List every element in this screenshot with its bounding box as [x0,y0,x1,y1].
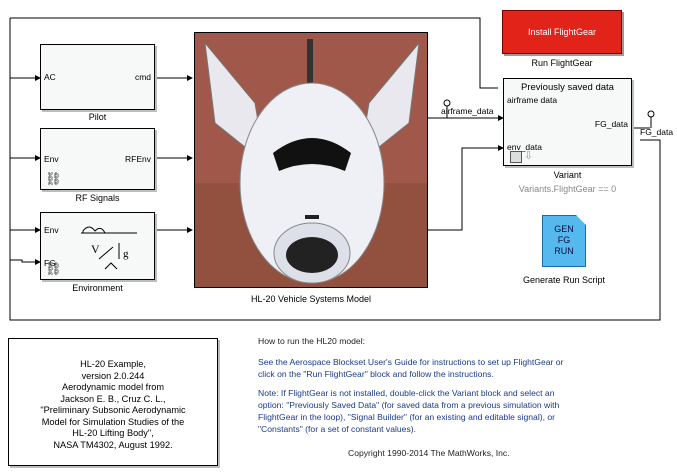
rf-out-port: RFEnv [125,154,151,164]
ref-line: Model for Simulation Studies of the [41,416,185,427]
down-arrow-icon: ⇩ [524,150,534,162]
wire-env-data [428,145,504,231]
variant-in-port-env: env_data [507,142,542,152]
gen-label: GEN [554,224,574,234]
hl20-vehicle-image [195,33,427,287]
ref-line: Jackson E. B., Cruz C. L., [60,393,166,404]
ref-line: "Preliminary Subsonic Aerodynamic [40,405,186,415]
ref-line: HL-20 Lifting Body", [72,428,154,438]
pilot-out-port: cmd [134,72,151,82]
generate-run-script-caption: Generate Run Script [522,275,606,285]
variant-icon [510,151,522,163]
fg-label: FG [557,235,571,245]
notes-para2-l4: "Constants" (for a set of constant value… [258,424,416,434]
rf-signals-block[interactable]: Env RFEnv ⛓ [40,128,155,190]
pilot-block[interactable]: AC cmd [40,44,155,110]
copyright: Copyright 1990-2014 The MathWorks, Inc. [348,448,510,458]
install-flightgear-button[interactable]: Install FlightGear [502,10,622,54]
rf-signals-caption: RF Signals [75,193,120,203]
notes-para1-l1[interactable]: See the Aerospace Blockset User's Guide … [258,357,564,367]
fg-signal-label: FG_data [640,127,674,137]
environment-block[interactable]: Env FG V g ⛓ [40,212,155,280]
variant-caption: Variant [553,170,582,180]
ref-line: Aerodynamic model from [61,382,165,392]
atmosphere-icon: V g [81,226,137,270]
ref-line: NASA TM4302, August 1992. [53,439,173,450]
env-in-port-env: Env [44,225,59,235]
variant-in-port-airframe: airframe data [507,95,558,105]
svg-text:g: g [123,248,129,260]
rf-in-port: Env [44,154,59,164]
link-icon: ⛓ [45,171,62,186]
env-in-port-fg: FG [44,258,56,268]
notes-heading: How to run the HL20 model: [258,336,366,346]
variant-condition: Variants.FlightGear == 0 [518,184,617,194]
notes-para2-l2: option: "Previously Saved Data" (for sav… [258,400,560,410]
ref-line: version 2.0.244 [81,370,145,381]
pilot-caption: Pilot [88,112,107,122]
notes-para2-l1: Note: If FlightGear is not installed, do… [258,388,555,398]
notes-para1-l2[interactable]: click on the "Run FlightGear" block and … [258,369,494,379]
variant-title: Previously saved data [521,82,614,93]
reference-annotation: HL-20 Example, version 2.0.244 Aerodynam… [8,338,218,466]
pilot-in-port: AC [44,72,56,82]
ref-line: HL-20 Example, [80,359,146,369]
svg-text:V: V [91,242,100,256]
notes-para2-l3: FlightGear in the loop), "Signal Builder… [258,412,556,422]
fg-data-feedback-line [9,78,661,321]
environment-caption: Environment [72,283,123,293]
run-label: RUN [554,246,574,256]
variant-block[interactable]: Previously saved data airframe data FG_d… [503,78,632,166]
vehicle-systems-block[interactable] [194,32,428,288]
variant-out-port: FG_data [594,119,628,129]
airframe-signal-label: airframe_data [441,106,494,116]
generate-run-script-button[interactable]: GEN FG RUN [542,215,586,267]
link-icon: ⛓ [45,261,62,276]
run-flightgear-caption: Run FlightGear [531,58,593,68]
vehicle-caption: HL-20 Vehicle Systems Model [250,294,372,304]
